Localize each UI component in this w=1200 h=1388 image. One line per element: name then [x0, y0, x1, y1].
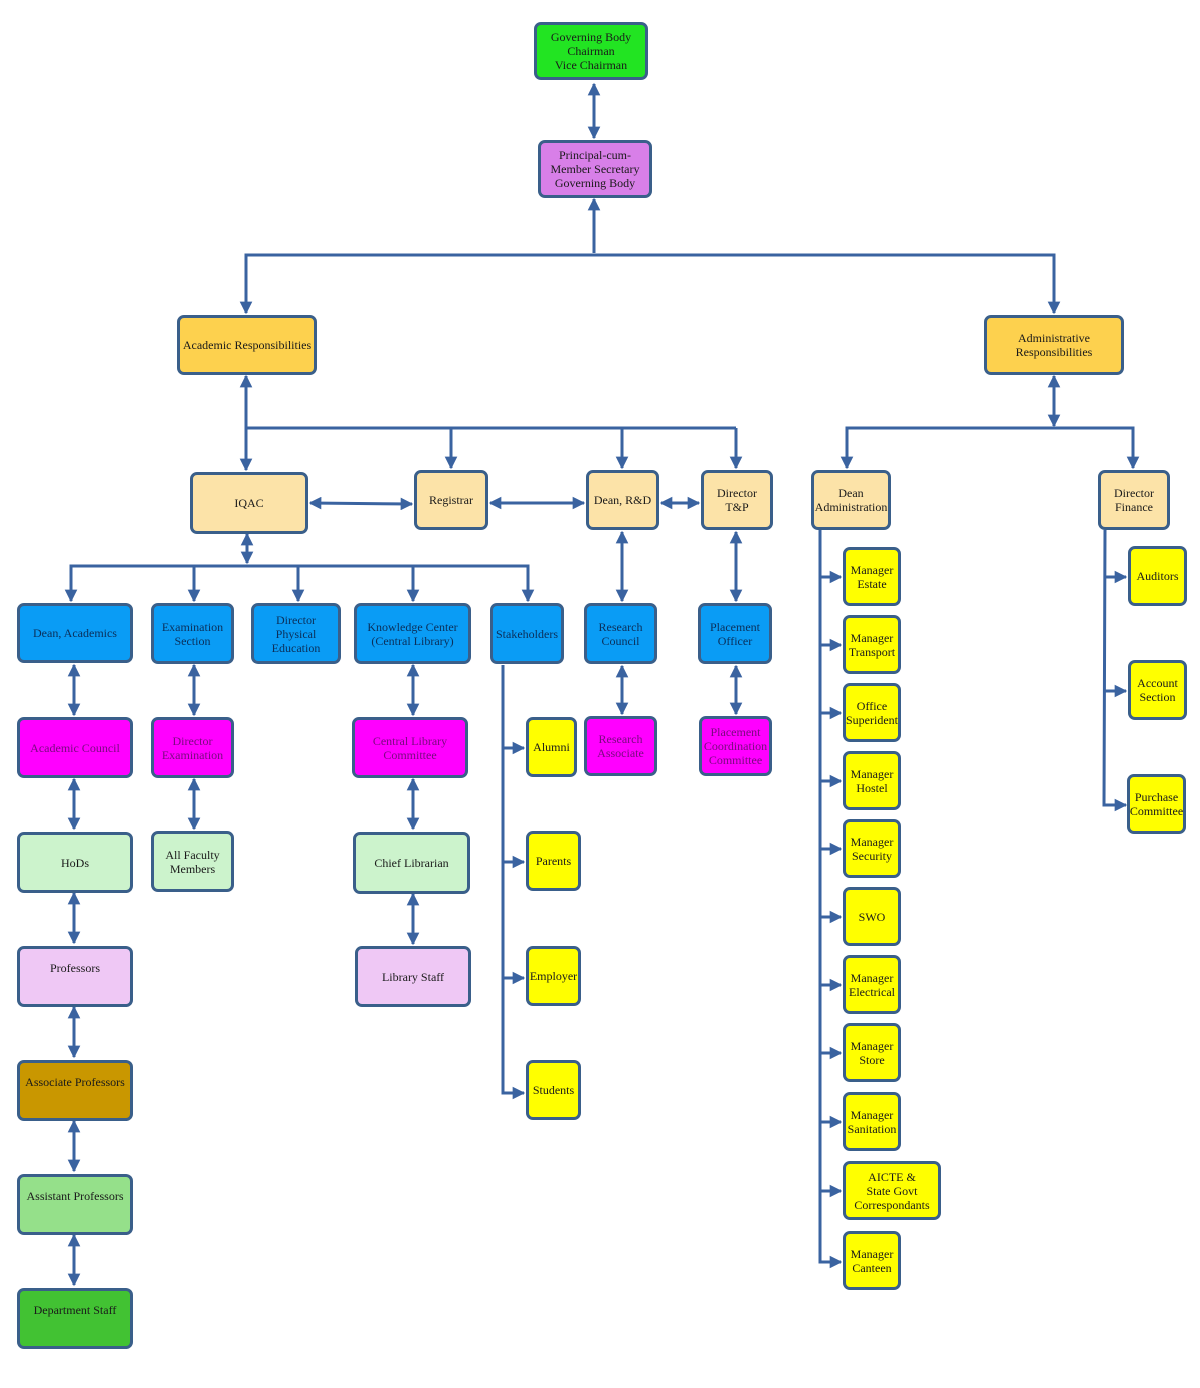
node-director-physical-education[interactable]: Director Physical Education	[251, 603, 341, 664]
node-auditors[interactable]: Auditors	[1128, 546, 1187, 606]
node-placement-coordination-committee[interactable]: Placement Coordination Committee	[699, 716, 772, 776]
node-manager-hostel[interactable]: Manager Hostel	[843, 751, 901, 810]
node-governing-body[interactable]: Governing Body Chairman Vice Chairman	[534, 22, 648, 80]
node-dean-administration[interactable]: Dean Administration	[811, 470, 891, 530]
node-assistant-professors[interactable]: Assistant Professors	[17, 1174, 133, 1235]
node-aicte-state-govt[interactable]: AICTE & State Govt Correspondants	[843, 1161, 941, 1220]
node-director-finance[interactable]: Director Finance	[1098, 470, 1170, 530]
node-library-staff[interactable]: Library Staff	[355, 946, 471, 1007]
node-research-associate[interactable]: Research Associate	[584, 716, 657, 776]
node-department-staff[interactable]: Department Staff	[17, 1288, 133, 1349]
connector-stakeholders-spine	[501, 665, 526, 1100]
connector-admin-branches	[840, 426, 1140, 470]
node-stakeholders[interactable]: Stakeholders	[490, 603, 564, 664]
node-knowledge-center[interactable]: Knowledge Center (Central Library)	[354, 603, 471, 664]
node-manager-estate[interactable]: Manager Estate	[843, 547, 901, 606]
node-hods[interactable]: HoDs	[17, 832, 133, 893]
node-registrar[interactable]: Registrar	[414, 470, 488, 530]
node-associate-professors[interactable]: Associate Professors	[17, 1060, 133, 1121]
node-manager-electrical[interactable]: Manager Electrical	[843, 955, 901, 1014]
node-director-tp[interactable]: Director T&P	[701, 470, 773, 530]
connector-finance-spine	[1102, 529, 1128, 812]
node-chief-librarian[interactable]: Chief Librarian	[353, 832, 470, 894]
node-alumni[interactable]: Alumni	[526, 717, 577, 777]
node-examination-section[interactable]: Examination Section	[151, 603, 234, 664]
node-academic-responsibilities[interactable]: Academic Responsibilities	[177, 315, 317, 375]
node-manager-transport[interactable]: Manager Transport	[843, 615, 901, 674]
connector-dean-admin-spine	[818, 530, 843, 1269]
node-office-superident[interactable]: Office Superident	[843, 683, 901, 742]
node-iqac[interactable]: IQAC	[190, 472, 308, 534]
connector-iqac-registrar	[308, 496, 414, 511]
node-central-library-committee[interactable]: Central Library Committee	[352, 717, 468, 778]
node-purchase-committee[interactable]: Purchase Committee	[1127, 774, 1186, 834]
node-account-section[interactable]: Account Section	[1128, 660, 1187, 720]
node-employer[interactable]: Employer	[526, 946, 581, 1006]
node-manager-security[interactable]: Manager Security	[843, 819, 901, 878]
node-administrative-responsibilities[interactable]: Administrative Responsibilities	[984, 315, 1124, 375]
connector-top-bus	[239, 253, 1061, 315]
node-director-examination[interactable]: Director Examination	[151, 717, 234, 778]
node-students[interactable]: Students	[526, 1060, 581, 1120]
node-professors[interactable]: Professors	[17, 946, 133, 1007]
node-academic-council[interactable]: Academic Council	[17, 717, 133, 778]
node-manager-store[interactable]: Manager Store	[843, 1023, 901, 1082]
node-manager-sanitation[interactable]: Manager Sanitation	[843, 1092, 901, 1151]
node-dean-rd[interactable]: Dean, R&D	[586, 470, 659, 530]
node-manager-canteen[interactable]: Manager Canteen	[843, 1231, 901, 1290]
node-placement-officer[interactable]: Placement Officer	[698, 603, 772, 664]
node-swo[interactable]: SWO	[843, 887, 901, 946]
node-research-council[interactable]: Research Council	[584, 603, 657, 664]
node-parents[interactable]: Parents	[526, 831, 581, 891]
node-principal[interactable]: Principal-cum- Member Secretary Governin…	[538, 140, 652, 198]
node-dean-academics[interactable]: Dean, Academics	[17, 603, 133, 663]
node-all-faculty-members[interactable]: All Faculty Members	[151, 831, 234, 892]
